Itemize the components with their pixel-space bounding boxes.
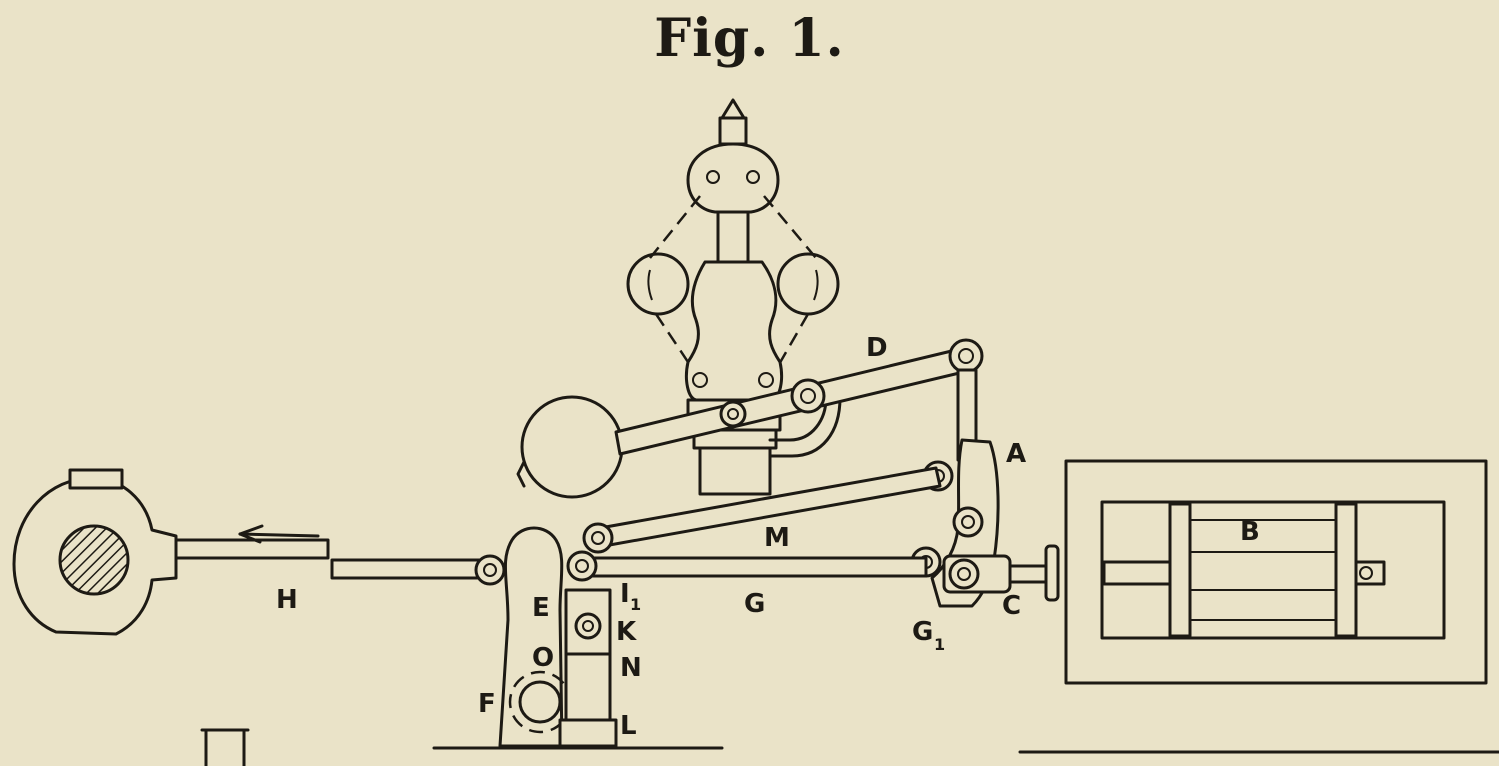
label-L: L: [620, 711, 637, 741]
label-N: N: [620, 653, 642, 683]
rod-M: [582, 466, 942, 554]
label-G1-subscript: 1: [934, 635, 945, 654]
label-F: F: [478, 689, 496, 719]
label-I1: I: [620, 579, 630, 609]
label-H: H: [276, 585, 298, 615]
label-B: B: [1240, 517, 1260, 547]
cylinder-B: [1064, 459, 1488, 685]
label-D: D: [866, 333, 888, 363]
frame-E: [432, 526, 724, 750]
weight-lever: [516, 338, 984, 499]
eccentric-wheel: [12, 468, 178, 636]
label-M: M: [764, 523, 790, 553]
label-E: E: [532, 593, 550, 623]
figure-title: Fig. 1.: [654, 8, 845, 69]
stand-post: [200, 728, 250, 766]
label-O: O: [532, 643, 554, 673]
label-G1: G: [912, 617, 933, 647]
label-C: C: [1002, 591, 1021, 621]
column-assembly: [558, 550, 618, 748]
label-I1-subscript: 1: [630, 595, 641, 614]
label-K: K: [616, 617, 637, 647]
label-A: A: [1006, 439, 1026, 469]
rod-G: [588, 556, 928, 578]
flyball-governor: [626, 98, 842, 496]
label-G: G: [744, 589, 765, 619]
rod-H: [158, 524, 506, 586]
crosshead: [942, 544, 1060, 602]
